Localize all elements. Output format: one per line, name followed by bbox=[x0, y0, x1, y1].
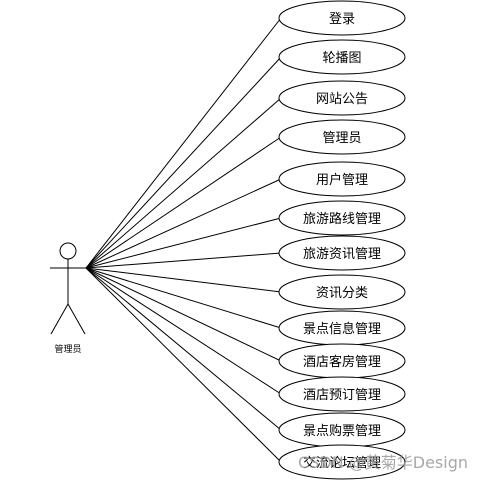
use-case-label: 酒店预订管理 bbox=[303, 388, 381, 403]
use-case-ellipse bbox=[278, 376, 406, 412]
use-case-label: 景点购票管理 bbox=[303, 423, 381, 439]
use-case-label: 资讯分类 bbox=[316, 286, 368, 301]
actor-head bbox=[59, 242, 77, 260]
association-line bbox=[85, 17, 282, 269]
use-case-ellipse bbox=[278, 80, 406, 116]
use-case-label: 景点信息管理 bbox=[303, 321, 381, 337]
association-line bbox=[85, 178, 282, 269]
use-case: 用户管理 bbox=[278, 161, 406, 197]
use-case-label: 网站公告 bbox=[316, 92, 368, 107]
association-line bbox=[85, 56, 282, 269]
use-case: 资讯分类 bbox=[278, 274, 406, 310]
association-line bbox=[85, 97, 282, 269]
use-case-ellipse bbox=[278, 200, 406, 236]
use-case: 旅游资讯管理 bbox=[278, 235, 406, 271]
association-line bbox=[85, 267, 282, 431]
use-cases: 登录轮播图网站公告管理员用户管理旅游路线管理旅游资讯管理资讯分类景点信息管理酒店… bbox=[278, 0, 406, 480]
use-case: 酒店预订管理 bbox=[278, 376, 406, 412]
association-line bbox=[85, 267, 282, 329]
association-line bbox=[85, 217, 282, 269]
use-case-label: 旅游资讯管理 bbox=[303, 247, 381, 262]
use-case-ellipse bbox=[278, 119, 406, 155]
actor-administrator: 管理员 bbox=[50, 242, 86, 355]
actor-left-leg bbox=[50, 303, 69, 335]
use-case: 登录 bbox=[278, 0, 406, 36]
use-case-ellipse bbox=[278, 274, 406, 310]
use-case-ellipse bbox=[278, 235, 406, 271]
use-case-label: 酒店客房管理 bbox=[303, 354, 381, 370]
use-case: 交流论坛管理 bbox=[278, 444, 406, 480]
association-lines bbox=[85, 17, 282, 463]
use-case-ellipse bbox=[278, 161, 406, 197]
use-case: 网站公告 bbox=[278, 80, 406, 116]
use-case-label: 旅游路线管理 bbox=[303, 211, 381, 227]
use-case-label: 管理员 bbox=[322, 131, 361, 146]
use-case-ellipse bbox=[278, 0, 406, 36]
use-case: 景点购票管理 bbox=[278, 412, 406, 448]
association-line bbox=[85, 267, 282, 293]
use-case-label: 交流论坛管理 bbox=[303, 455, 381, 471]
use-case: 轮播图 bbox=[278, 39, 406, 75]
watermark: CSDN @黄菊华Design bbox=[298, 453, 468, 472]
association-line bbox=[85, 267, 282, 463]
use-case: 景点信息管理 bbox=[278, 310, 406, 346]
use-case-ellipse bbox=[278, 444, 406, 480]
use-case: 酒店客房管理 bbox=[278, 343, 406, 379]
association-line bbox=[85, 267, 282, 362]
actor-right-leg bbox=[67, 303, 86, 335]
use-case-label: 用户管理 bbox=[316, 172, 368, 188]
use-case-label: 轮播图 bbox=[322, 51, 361, 66]
actor-label: 管理员 bbox=[54, 343, 81, 355]
use-case: 管理员 bbox=[278, 119, 406, 155]
use-case: 旅游路线管理 bbox=[278, 200, 406, 236]
association-line bbox=[85, 267, 282, 395]
association-line bbox=[85, 136, 282, 269]
association-line bbox=[85, 252, 282, 269]
use-case-ellipse bbox=[278, 39, 406, 75]
use-case-label: 登录 bbox=[329, 12, 355, 27]
